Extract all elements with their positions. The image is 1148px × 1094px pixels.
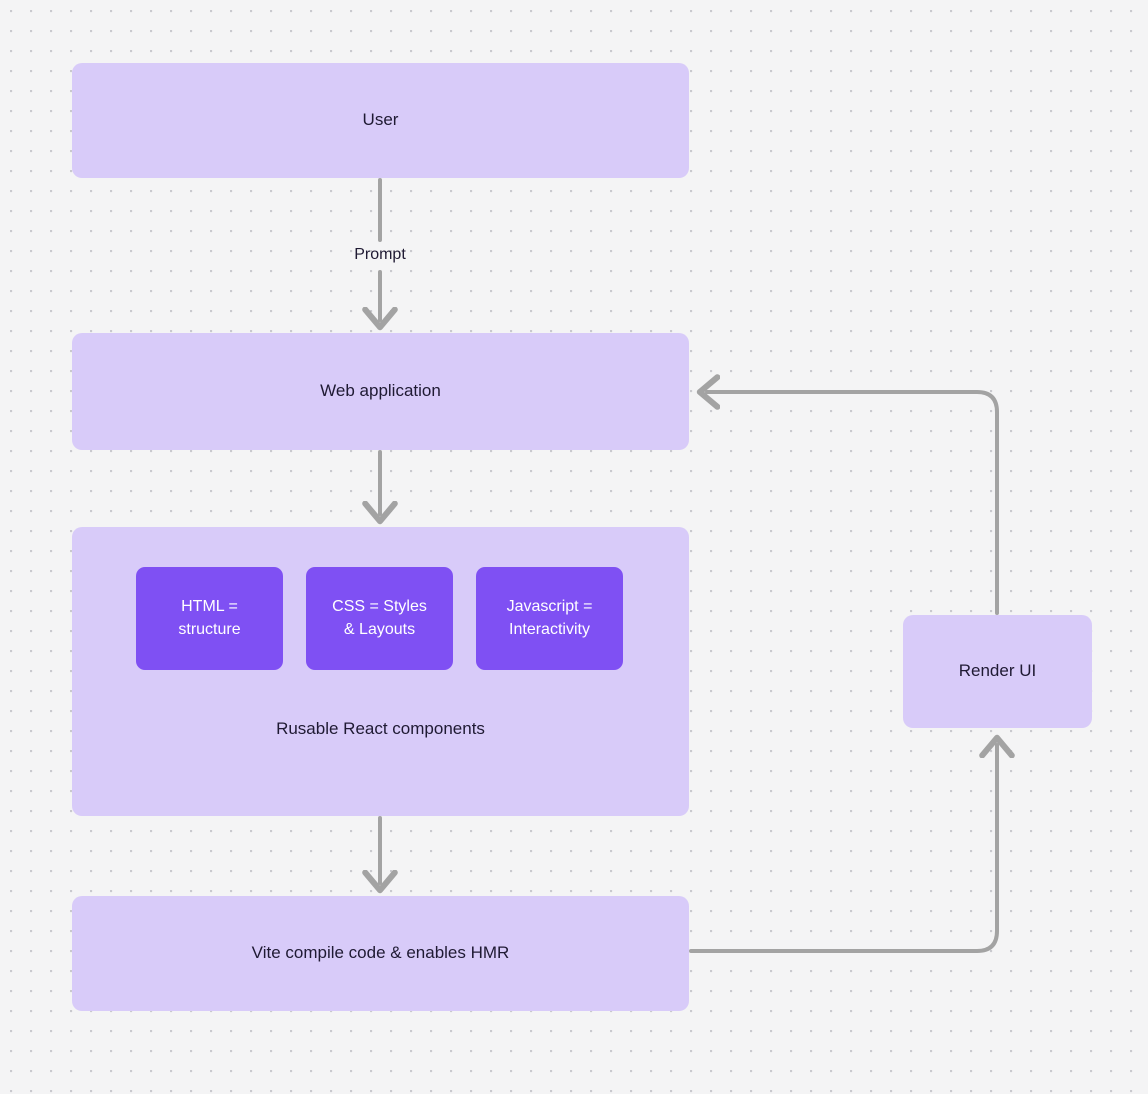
node-javascript-label-line2: Interactivity	[509, 620, 590, 638]
node-react-components-label: Rusable React components	[276, 719, 485, 738]
node-html-label-line1: HTML =	[181, 598, 238, 616]
node-render-ui[interactable]: Render UI	[903, 615, 1092, 728]
node-css-label-line2: & Layouts	[343, 620, 416, 638]
node-javascript[interactable]: Javascript = Interactivity	[476, 567, 623, 670]
edge-label-prompt: Prompt	[354, 246, 406, 263]
node-html[interactable]: HTML = structure	[136, 567, 283, 670]
node-web-application-label: Web application	[320, 381, 441, 401]
node-render-ui-label: Render UI	[958, 661, 1037, 681]
node-javascript-label-line1: Javascript =	[506, 598, 593, 616]
node-vite-label: Vite compile code & enables HMR	[251, 943, 510, 963]
node-css-label-line1: CSS = Styles	[332, 598, 427, 616]
node-user[interactable]: User	[72, 63, 689, 178]
edge-render-ui-to-web-application	[707, 392, 999, 615]
node-vite[interactable]: Vite compile code & enables HMR	[72, 896, 689, 1011]
node-css[interactable]: CSS = Styles & Layouts	[306, 567, 453, 670]
node-user-label: User	[362, 110, 399, 130]
node-web-application[interactable]: Web application	[72, 333, 689, 450]
node-html-label-line2: structure	[178, 620, 241, 638]
edge-vite-to-render-ui	[689, 745, 997, 953]
